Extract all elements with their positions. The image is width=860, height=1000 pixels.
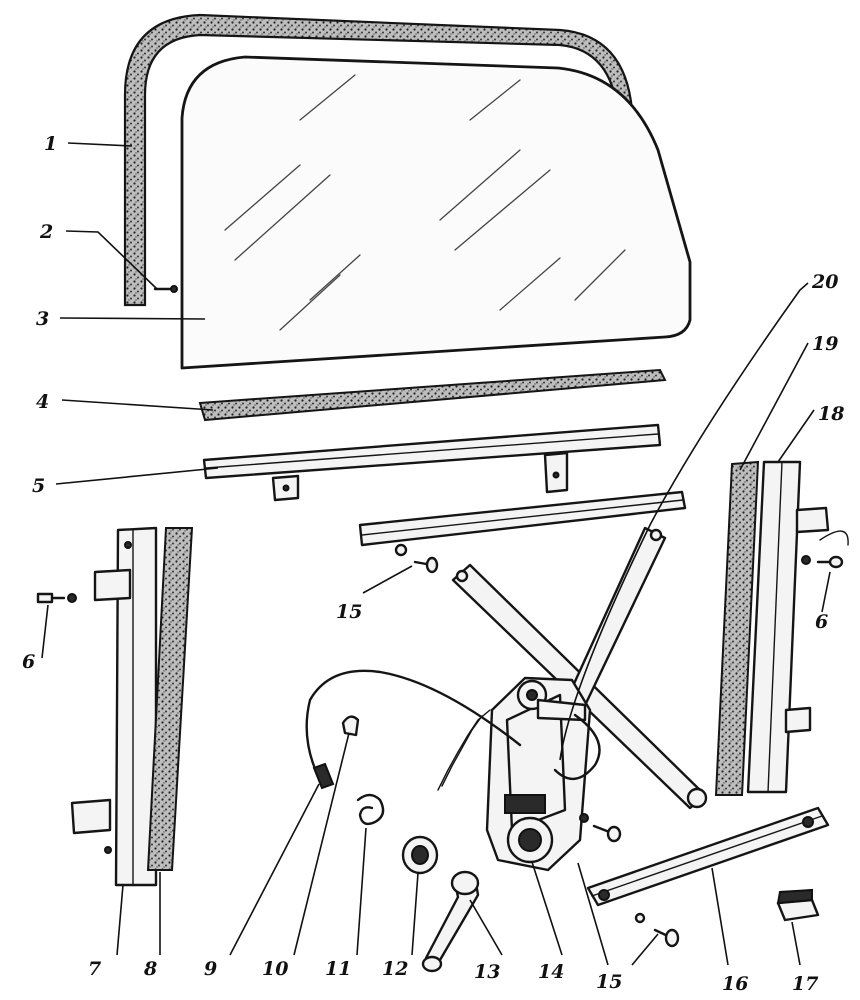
callout-15-upper: 15 xyxy=(336,601,362,623)
screw-washer-upper xyxy=(394,543,439,574)
callout-13: 13 xyxy=(474,961,500,983)
callout-8: 8 xyxy=(143,958,157,980)
front-rail-seal xyxy=(146,527,194,871)
lower-weatherstrip xyxy=(198,368,667,422)
callout-3: 3 xyxy=(36,308,49,330)
leader-lines xyxy=(41,142,831,966)
spring-clip xyxy=(356,793,385,826)
rear-guide-rail xyxy=(746,460,830,794)
callout-12: 12 xyxy=(382,958,408,980)
callout-7: 7 xyxy=(88,958,101,980)
callout-5: 5 xyxy=(32,475,45,497)
window-crank-handle xyxy=(421,870,480,973)
callout-18: 18 xyxy=(818,403,844,425)
callout-14: 14 xyxy=(538,961,564,983)
escutcheon xyxy=(401,835,439,875)
callout-15-lower: 15 xyxy=(596,971,622,993)
callout-2: 2 xyxy=(39,221,53,243)
stop-clip xyxy=(776,888,820,922)
callout-11: 11 xyxy=(325,958,351,980)
window-glass xyxy=(180,55,692,370)
callout-19: 19 xyxy=(812,333,838,355)
lifter-guide-channel xyxy=(358,490,687,547)
callouts: 1 2 3 4 5 6 6 7 8 9 10 11 12 13 14 15 15… xyxy=(22,133,844,995)
callout-9: 9 xyxy=(204,958,217,980)
screw-right xyxy=(801,530,849,569)
rear-rail-seal xyxy=(714,460,760,796)
callout-4: 4 xyxy=(36,391,49,413)
lower-glass-channel xyxy=(202,423,662,502)
callout-6-right: 6 xyxy=(815,611,828,633)
regulator-mechanism xyxy=(437,676,601,872)
screw-left xyxy=(36,592,77,604)
callout-20: 20 xyxy=(811,271,838,293)
callout-16: 16 xyxy=(722,973,748,995)
glass-screw xyxy=(153,285,178,293)
front-guide-rail xyxy=(70,526,158,887)
callout-17: 17 xyxy=(792,973,818,995)
callout-10: 10 xyxy=(262,958,288,980)
callout-1: 1 xyxy=(44,133,57,155)
screw-washer-lower xyxy=(579,813,680,948)
lifter-support-bar xyxy=(586,806,830,907)
callout-6-left: 6 xyxy=(22,651,35,673)
regulator-cable xyxy=(305,669,522,790)
